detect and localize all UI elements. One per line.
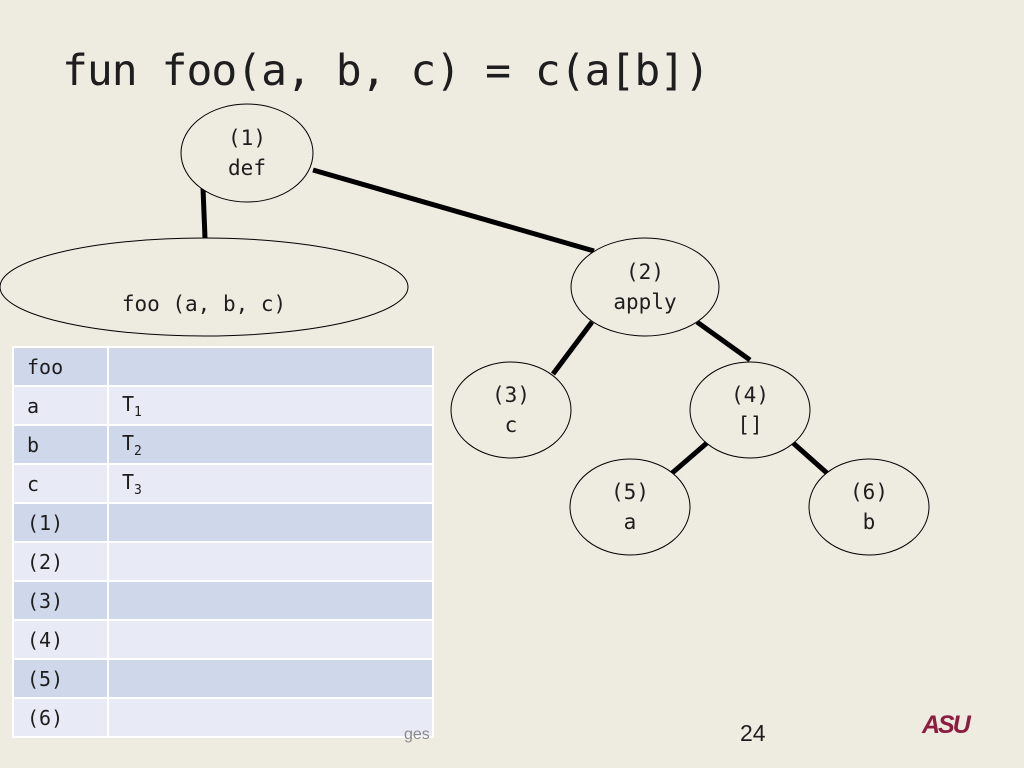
table-cell-name: foo — [12, 346, 109, 387]
table-row: (1) — [12, 502, 434, 543]
slide-title: fun foo(a, b, c) = c(a[b]) — [62, 46, 710, 96]
tree-node-label-params: foo (a, b, c) — [122, 292, 286, 316]
tree-node-label-n4: [] — [737, 413, 762, 437]
tree-edge-n4-n5 — [669, 440, 710, 476]
tree-node-ellipse-n5 — [569, 458, 691, 556]
tree-edge-n1-params — [200, 187, 208, 239]
table-cell-type — [107, 619, 434, 660]
tree-node-label-n1: def — [228, 156, 266, 180]
table-cell-type — [107, 541, 434, 582]
table-row: (5) — [12, 658, 434, 699]
type-variable: T — [122, 469, 135, 494]
tree-node-n5: (5) a — [569, 458, 691, 556]
tree-node-ellipse-n3 — [450, 361, 572, 459]
tree-node-label-n2: (2) — [626, 260, 664, 284]
type-subscript: 1 — [134, 404, 142, 420]
table-cell-type — [107, 697, 434, 738]
table-row: (2) — [12, 541, 434, 582]
slide-number: 24 — [740, 720, 766, 746]
table-cell-name: a — [12, 385, 109, 426]
type-subscript: 2 — [134, 443, 142, 459]
table-cell-type — [107, 658, 434, 699]
table-cell-type — [107, 502, 434, 543]
tree-node-ellipse-n1 — [180, 103, 314, 203]
tree-node-n3: (3) c — [450, 361, 572, 459]
table-row: (6) — [12, 697, 434, 738]
table-cell-name: (4) — [12, 619, 109, 660]
table-cell-name: (2) — [12, 541, 109, 582]
table-cell-type: T3 — [107, 463, 434, 504]
tree-node-ellipse-n2 — [570, 237, 720, 337]
tree-edge-n2-n3 — [551, 320, 594, 376]
table-row: foo — [12, 346, 434, 387]
tree-node-n6: (6) b — [808, 458, 930, 556]
table-cell-name: (3) — [12, 580, 109, 621]
table-cell-type: T1 — [107, 385, 434, 426]
table-row: (3) — [12, 580, 434, 621]
tree-node-params: foo (a, b, c) — [0, 237, 409, 337]
tree-node-label-n5: a — [624, 510, 637, 534]
tree-node-label-n1: (1) — [228, 126, 266, 150]
table-cell-name: (5) — [12, 658, 109, 699]
tree-edge-n4-n6 — [790, 440, 830, 476]
tree-node-n4: (4) [] — [689, 361, 811, 459]
table-cell-type: T2 — [107, 424, 434, 465]
tree-node-label-n5: (5) — [611, 480, 649, 504]
tree-node-label-n6: b — [863, 510, 876, 534]
tree-node-ellipse-n6 — [808, 458, 930, 556]
table-cell-name: (6) — [12, 697, 109, 738]
table-cell-name: c — [12, 463, 109, 504]
tree-node-ellipse-n4 — [689, 361, 811, 459]
footer-text: ges — [404, 726, 430, 743]
asu-logo: ASU — [922, 711, 971, 739]
table-cell-name: (1) — [12, 502, 109, 543]
tree-edge-n2-n4 — [695, 319, 752, 363]
tree-node-label-n3: c — [505, 413, 518, 437]
tree-node-label-n3: (3) — [492, 383, 530, 407]
tree-node-label-n6: (6) — [850, 480, 888, 504]
type-subscript: 3 — [134, 482, 142, 498]
tree-node-n2: (2) apply — [570, 237, 720, 337]
table-row: (4) — [12, 619, 434, 660]
tree-edge-n1-n2 — [312, 167, 595, 254]
type-variable: T — [122, 430, 135, 455]
type-variable: T — [122, 391, 135, 416]
table-cell-name: b — [12, 424, 109, 465]
table-cell-type — [107, 580, 434, 621]
tree-node-ellipse-params — [0, 237, 409, 337]
tree-node-label-n2: apply — [613, 290, 676, 314]
table-cell-type — [107, 346, 434, 387]
tree-node-label-n4: (4) — [731, 383, 769, 407]
tree-node-n1: (1) def — [180, 103, 314, 203]
